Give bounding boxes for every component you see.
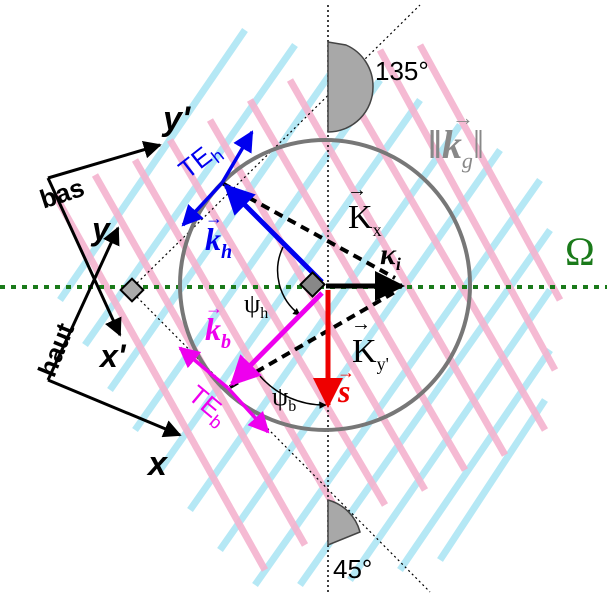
kb-vector	[229, 291, 324, 387]
haut-label: haut	[32, 318, 81, 380]
center-diamond	[299, 271, 326, 298]
kh-label: kh	[205, 221, 232, 263]
te-b-arrow-up	[178, 346, 230, 390]
omega-label: Ω	[565, 229, 595, 274]
te-b-arrow-down	[226, 386, 270, 434]
diagonal-dotted-lower	[129, 289, 431, 593]
kb-arrow-glyph: →	[205, 298, 223, 318]
angle-45-label: 45°	[333, 554, 372, 584]
kx-arrow-glyph: →	[347, 179, 367, 201]
psi-h-arc	[276, 246, 301, 316]
kg-norm-label: ‖kg‖	[428, 122, 484, 173]
kh-vector	[223, 183, 324, 284]
x-label: x	[146, 445, 169, 483]
ky-prime-label: Ky'	[352, 333, 389, 374]
x-prime-label: x'	[98, 338, 127, 374]
y-label: y	[90, 211, 112, 247]
y-prime-label: y'	[161, 100, 192, 138]
psi-b-label: ψb	[272, 382, 296, 415]
angle-wedge-45	[327, 499, 361, 547]
left-diamond	[119, 277, 145, 303]
bas-label: bas	[36, 172, 88, 214]
angle-wedge-135	[327, 41, 374, 133]
kx-label: Kx	[348, 199, 382, 240]
kg-arrow-glyph: →	[452, 105, 474, 130]
te-h-arrow-up	[220, 130, 254, 184]
angle-135-label: 135°	[375, 56, 429, 86]
ewald-circle	[178, 138, 472, 432]
s-label: s	[337, 373, 350, 409]
psi-h-label: ψh	[244, 289, 268, 322]
bas-frame	[46, 140, 162, 337]
te-h-arrow-down	[181, 181, 224, 227]
ky-prime-arrow-glyph: →	[351, 313, 371, 335]
kb-label: kb	[205, 311, 231, 353]
haut-frame	[46, 226, 182, 438]
ki-label: κi	[380, 238, 401, 274]
kh-arrow-glyph: →	[205, 208, 223, 228]
s-arrow-glyph: →	[337, 362, 355, 382]
